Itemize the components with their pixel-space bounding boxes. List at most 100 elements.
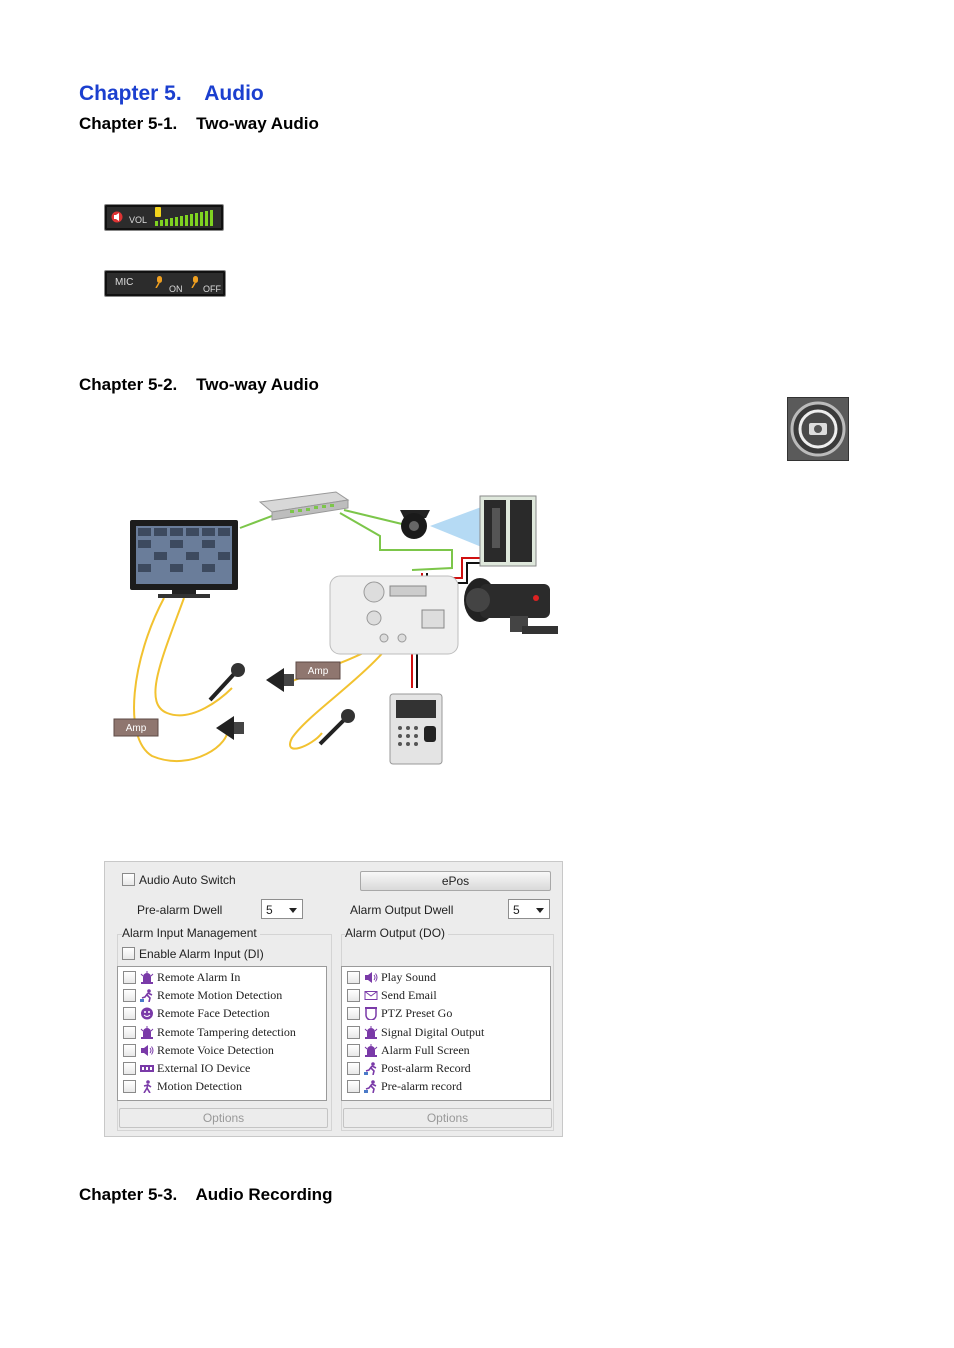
volume-knob[interactable]	[155, 207, 161, 217]
alarm-input-item-label: Remote Voice Detection	[157, 1042, 274, 1057]
checkbox[interactable]	[123, 1062, 136, 1075]
bullet-camera-icon	[464, 578, 558, 634]
epos-button[interactable]: ePos	[360, 871, 551, 891]
checkbox[interactable]	[347, 1025, 360, 1039]
alarm-input-item[interactable]: Remote Tampering detection	[123, 1024, 296, 1041]
enable-alarm-input-checkbox[interactable]: Enable Alarm Input (DI)	[122, 947, 264, 961]
alarm-input-group-title: Alarm Input Management	[122, 926, 260, 940]
speaker-icon	[364, 971, 378, 984]
access-control-panel-icon	[389, 693, 443, 765]
alarm-input-item[interactable]: External IO Device	[123, 1060, 250, 1077]
alarm-input-item-label: Remote Motion Detection	[157, 988, 283, 1003]
chapter-title: Chapter 5. Audio	[79, 82, 264, 105]
io-device-icon	[140, 1062, 154, 1075]
alarm-output-item-label: Play Sound	[381, 970, 437, 984]
alarm-input-item-label: Remote Alarm In	[157, 970, 241, 984]
alarm-output-item-label: Send Email	[381, 988, 437, 1003]
checkbox[interactable]	[347, 989, 360, 1003]
checkbox[interactable]	[347, 1043, 360, 1057]
speaker-mute-icon[interactable]	[111, 210, 123, 224]
running-person-icon	[364, 1080, 378, 1094]
monitor-icon	[130, 520, 238, 598]
audio-auto-switch-checkbox[interactable]: Audio Auto Switch	[122, 873, 236, 887]
alarm-light-icon	[364, 1025, 378, 1039]
loudspeaker-icon	[216, 716, 244, 740]
checkbox[interactable]	[123, 971, 136, 984]
alarm-output-item[interactable]: Send Email	[347, 987, 437, 1004]
alarm-input-item[interactable]: Motion Detection	[123, 1078, 242, 1095]
alarm-input-item-label: Remote Tampering detection	[157, 1024, 296, 1039]
alarm-input-item-label: Motion Detection	[157, 1079, 242, 1094]
alarm-light-icon	[364, 1043, 378, 1057]
checkbox[interactable]	[347, 971, 360, 984]
alarm-settings-panel: Audio Auto Switch ePos Pre-alarm Dwell 5…	[104, 861, 563, 1137]
alarm-output-item[interactable]: Play Sound	[347, 969, 436, 986]
pre-alarm-dwell-label: Pre-alarm Dwell	[137, 903, 223, 917]
face-icon	[140, 1007, 154, 1020]
svg-text:Amp: Amp	[308, 666, 329, 677]
microphone-icon	[208, 663, 245, 702]
alarm-output-item[interactable]: Post-alarm Record	[347, 1060, 471, 1077]
checkbox[interactable]	[123, 1007, 136, 1021]
alarm-output-dwell-select[interactable]: 5	[508, 899, 550, 919]
connection-diagram: Amp Amp	[113, 491, 558, 765]
alarm-output-item[interactable]: PTZ Preset Go	[347, 1005, 452, 1022]
mic-on-icon[interactable]	[155, 276, 163, 288]
alarm-output-item-label: PTZ Preset Go	[381, 1006, 453, 1021]
alarm-output-item[interactable]: Pre-alarm record	[347, 1078, 462, 1095]
alarm-output-item-label: Signal Digital Output	[381, 1024, 485, 1039]
alarm-light-icon	[140, 1025, 154, 1039]
section-heading-5-1: Chapter 5-1. Two-way Audio	[79, 114, 319, 133]
dome-camera-icon	[400, 510, 430, 539]
network-switch-icon	[258, 491, 350, 521]
input-options-button[interactable]: Options	[119, 1108, 328, 1128]
section-heading-5-2: Chapter 5-2. Two-way Audio	[79, 375, 319, 394]
ptz-camera-icon	[364, 1007, 378, 1022]
door-icon	[479, 495, 537, 567]
volume-level-bars[interactable]	[155, 209, 213, 226]
alarm-output-item[interactable]: Alarm Full Screen	[347, 1042, 470, 1059]
pre-alarm-dwell-select[interactable]: 5	[261, 899, 303, 919]
checkbox[interactable]	[123, 989, 136, 1003]
camera-button[interactable]	[787, 397, 849, 461]
checkbox[interactable]	[123, 1043, 136, 1057]
mic-on-button[interactable]: ON	[169, 284, 183, 294]
alarm-output-item-label: Alarm Full Screen	[381, 1042, 470, 1057]
alarm-output-item-label: Post-alarm Record	[381, 1061, 471, 1075]
alarm-output-group-title: Alarm Output (DO)	[345, 926, 449, 940]
mic-control[interactable]: MIC ON OFF	[104, 270, 226, 297]
mic-label: MIC	[115, 277, 134, 288]
alarm-input-item[interactable]: Remote Voice Detection	[123, 1042, 274, 1059]
section-heading-5-3: Chapter 5-3. Audio Recording	[79, 1185, 333, 1204]
camera-rear-panel	[329, 575, 459, 655]
output-options-button[interactable]: Options	[343, 1108, 552, 1128]
running-person-icon	[140, 989, 154, 1003]
amp-label: Amp	[113, 718, 159, 737]
checkbox[interactable]	[347, 1007, 360, 1021]
volume-control[interactable]: VOL	[104, 204, 224, 231]
checkbox[interactable]	[123, 1025, 136, 1039]
svg-text:Amp: Amp	[126, 723, 147, 734]
volume-label: VOL	[129, 215, 148, 225]
alarm-output-dwell-label: Alarm Output Dwell	[350, 903, 454, 917]
alarm-light-icon	[140, 971, 154, 984]
checkbox[interactable]	[347, 1080, 360, 1094]
alarm-input-item[interactable]: Remote Alarm In	[123, 969, 240, 986]
alarm-output-item-label: Pre-alarm record	[381, 1079, 462, 1094]
alarm-input-item-label: External IO Device	[157, 1061, 251, 1075]
alarm-input-item[interactable]: Remote Face Detection	[123, 1005, 270, 1022]
mic-off-icon[interactable]	[191, 276, 199, 288]
checkbox[interactable]	[123, 1080, 136, 1094]
alarm-output-item[interactable]: Signal Digital Output	[347, 1024, 484, 1041]
microphone-icon	[318, 709, 355, 746]
speaker-icon	[140, 1044, 154, 1057]
alarm-input-item[interactable]: Remote Motion Detection	[123, 987, 282, 1004]
amp-label: Amp	[295, 661, 341, 680]
camera-icon	[790, 401, 846, 457]
loudspeaker-icon	[266, 668, 294, 692]
mic-off-button[interactable]: OFF	[203, 284, 221, 294]
running-person-icon	[364, 1062, 378, 1076]
checkbox[interactable]	[347, 1062, 360, 1075]
